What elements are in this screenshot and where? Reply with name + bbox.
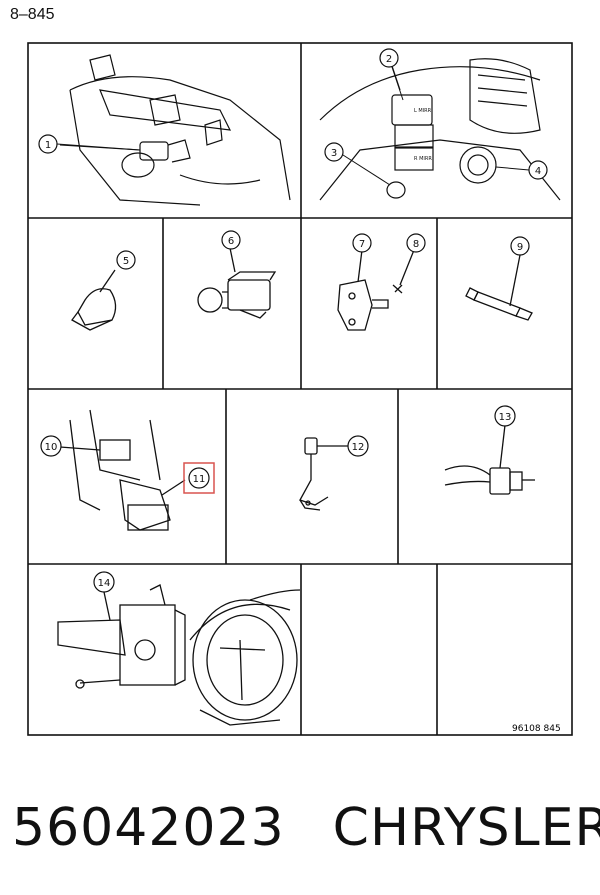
panel-part-14 bbox=[57, 584, 301, 726]
callout-number: 10 bbox=[45, 442, 58, 453]
panel-part-12 bbox=[299, 437, 350, 511]
callout-number: 9 bbox=[517, 242, 523, 253]
callout-9 bbox=[510, 236, 530, 256]
callout-number: 11 bbox=[193, 474, 206, 485]
callout-6 bbox=[221, 230, 241, 250]
footer: 56042023 CHRYSLER bbox=[12, 788, 600, 868]
panel-part-5 bbox=[71, 269, 117, 331]
callout-number: 14 bbox=[98, 578, 111, 589]
callout-number: 8 bbox=[413, 239, 419, 250]
panel-mirror-switch bbox=[319, 58, 561, 201]
panel-part-7-8 bbox=[337, 249, 415, 331]
callout-2 bbox=[379, 48, 399, 68]
callouts bbox=[38, 48, 548, 593]
callout-10 bbox=[40, 435, 62, 457]
callout-numbers: 1 2 3 4 5 6 7 8 9 10 11 12 13 14 bbox=[45, 54, 542, 589]
parts-diagram: 1 2 3 4 5 6 7 8 9 10 11 12 13 14 L MIRR … bbox=[27, 42, 573, 736]
callout-number: 13 bbox=[499, 412, 512, 423]
panel-part-9 bbox=[465, 254, 533, 321]
callout-14 bbox=[93, 571, 115, 593]
panel-part-6 bbox=[197, 247, 277, 319]
switch-label: R MIRR bbox=[414, 156, 432, 162]
part-number: 56042023 bbox=[12, 798, 285, 858]
callout-5 bbox=[116, 250, 136, 270]
callout-number: 6 bbox=[228, 236, 234, 247]
brand-name: CHRYSLER bbox=[332, 798, 600, 858]
callout-12 bbox=[347, 435, 369, 457]
callout-number: 7 bbox=[359, 239, 365, 250]
callout-11 bbox=[188, 467, 210, 489]
callout-number: 3 bbox=[331, 148, 337, 159]
page-reference: 8–845 bbox=[10, 6, 55, 23]
switch-label: L MIRR bbox=[414, 108, 432, 114]
callout-number: 12 bbox=[352, 442, 365, 453]
panel-part-10-11 bbox=[59, 409, 186, 531]
callout-8 bbox=[406, 233, 426, 253]
callout-number: 2 bbox=[386, 54, 392, 65]
callout-7 bbox=[352, 233, 372, 253]
callout-13 bbox=[494, 405, 516, 427]
panel-door-switch bbox=[59, 54, 291, 206]
callout-number: 1 bbox=[45, 140, 51, 151]
figure-code: 96108 845 bbox=[512, 724, 561, 734]
panel-part-13 bbox=[444, 424, 535, 495]
callout-number: 5 bbox=[123, 256, 129, 267]
callout-number: 4 bbox=[535, 166, 541, 177]
callout-3 bbox=[324, 142, 344, 162]
highlight-box-11 bbox=[183, 462, 215, 494]
